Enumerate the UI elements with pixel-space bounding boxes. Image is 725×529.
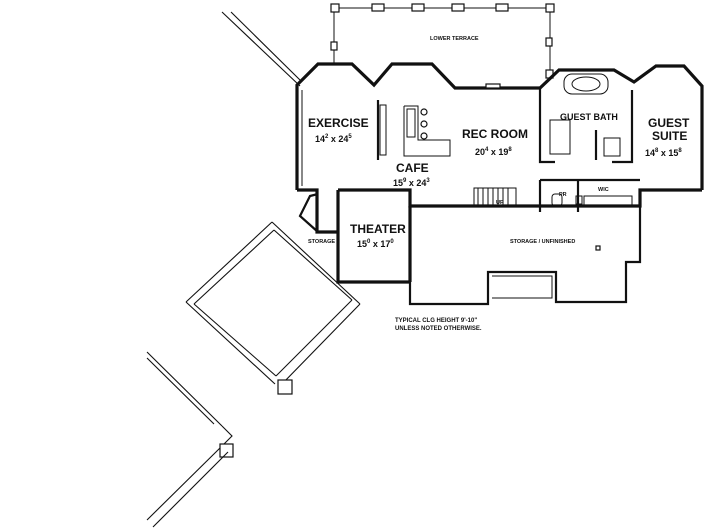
- diagonal-wing-walls: [146, 11, 361, 528]
- rec-room: REC ROOM 204 x 198: [462, 127, 528, 157]
- lower-terrace: LOWER TERRACE: [330, 3, 555, 79]
- ceiling-height-note: TYPICAL CLG HEIGHT 9'-10" UNLESS NOTED O…: [395, 318, 482, 332]
- exercise-room-name: EXERCISE: [308, 116, 369, 130]
- guest-suite: GUEST SUITE 148 x 158: [645, 116, 690, 158]
- exterior-walls: [295, 62, 704, 306]
- cafe: CAFE 159 x 243: [393, 161, 430, 188]
- guest-bath-name: GUEST BATH: [560, 112, 618, 122]
- powder-room-label: PR: [559, 192, 567, 198]
- rec-room-dimensions: 204 x 198: [475, 147, 512, 157]
- stair-up-label: UP: [496, 200, 504, 206]
- theater-name: THEATER: [350, 222, 406, 236]
- storage-label: STORAGE: [308, 239, 335, 245]
- guest-bath: GUEST BATH: [560, 112, 618, 122]
- theater: THEATER 150 x 170: [350, 222, 406, 249]
- exercise-room-dimensions: 142 x 245: [315, 134, 352, 144]
- cafe-dimensions: 159 x 243: [393, 178, 430, 188]
- guest-suite-dimensions: 148 x 158: [645, 148, 682, 158]
- theater-dimensions: 150 x 170: [357, 239, 394, 249]
- cafe-name: CAFE: [396, 161, 429, 175]
- ceiling-note-line1: TYPICAL CLG HEIGHT 9'-10": [395, 318, 477, 324]
- stair: UP: [473, 187, 517, 207]
- interior-walls: [298, 73, 640, 233]
- exterior-details: [485, 83, 601, 251]
- cafe-counter: [403, 105, 451, 157]
- lower-terrace-label: LOWER TERRACE: [430, 36, 479, 42]
- guest-suite-name-line2: SUITE: [652, 129, 687, 143]
- storage-unfinished-label: STORAGE / UNFINISHED: [510, 239, 575, 245]
- rec-room-name: REC ROOM: [462, 127, 528, 141]
- guest-suite-name-line1: GUEST: [648, 116, 690, 130]
- ceiling-note-line2: UNLESS NOTED OTHERWISE.: [395, 326, 482, 332]
- walk-in-closet-label: WIC: [598, 187, 609, 193]
- exercise-room: EXERCISE 142 x 245: [308, 116, 369, 144]
